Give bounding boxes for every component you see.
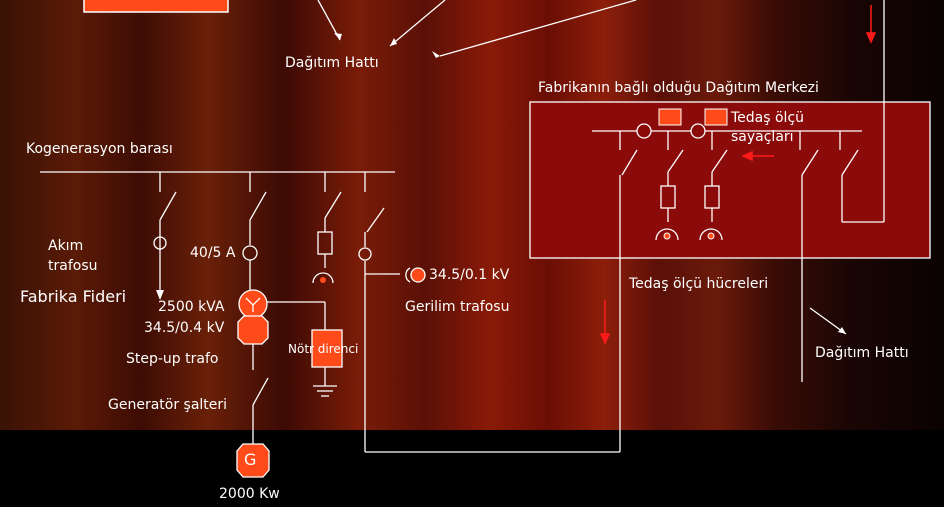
- label-gerilim-trafosu: Gerilim trafosu: [405, 299, 510, 315]
- label-fabrika-fideri: Fabrika Fideri: [20, 287, 127, 306]
- label-tedas-olcu: Tedaş ölçü: [731, 110, 805, 126]
- tedas-meter-1: [658, 108, 682, 126]
- label-notr-direnci: Nötr direnci: [288, 342, 359, 356]
- label-trafosu: trafosu: [48, 258, 98, 274]
- label-kojenerasyon-barasi: Kogenerasyon barası: [26, 141, 173, 157]
- label-tedas-hucreleri: Tedaş ölçü hücreleri: [629, 276, 769, 292]
- label-akim: Akım: [48, 238, 84, 254]
- label-fabrika-merkez: Fabrikanın bağlı olduğu Dağıtım Merkezi: [538, 80, 819, 96]
- generator-symbol: [236, 443, 270, 478]
- label-dagitim-hatti-top: Dağıtım Hattı: [285, 55, 379, 71]
- label-dagitim-hatti-right: Dağıtım Hattı: [815, 345, 909, 361]
- step-up-transformer-upper: [238, 289, 268, 319]
- distribution-panel: [529, 101, 931, 259]
- step-up-transformer-lower: [237, 315, 269, 345]
- neutral-resistor: [311, 329, 343, 368]
- label-generator-power: 2000 Kw: [219, 486, 280, 502]
- label-step-up: Step-up trafo: [126, 351, 219, 367]
- label-akim-ratio: 40/5 A: [190, 245, 236, 261]
- label-kv-ratio: 34.5/0.4 kV: [144, 320, 225, 336]
- label-gerilim-ratio: 34.5/0.1 kV: [429, 267, 510, 283]
- label-generator-salteri: Generatör şalteri: [108, 397, 228, 413]
- tedas-meter-2: [704, 108, 728, 126]
- label-sayaclari: sayaçları: [731, 129, 794, 145]
- ground-silhouette: [0, 435, 944, 507]
- top-red-box: [83, 0, 229, 13]
- label-kva: 2500 kVA: [158, 299, 225, 315]
- generator-letter: G: [244, 450, 257, 469]
- voltage-transformer: [410, 267, 426, 283]
